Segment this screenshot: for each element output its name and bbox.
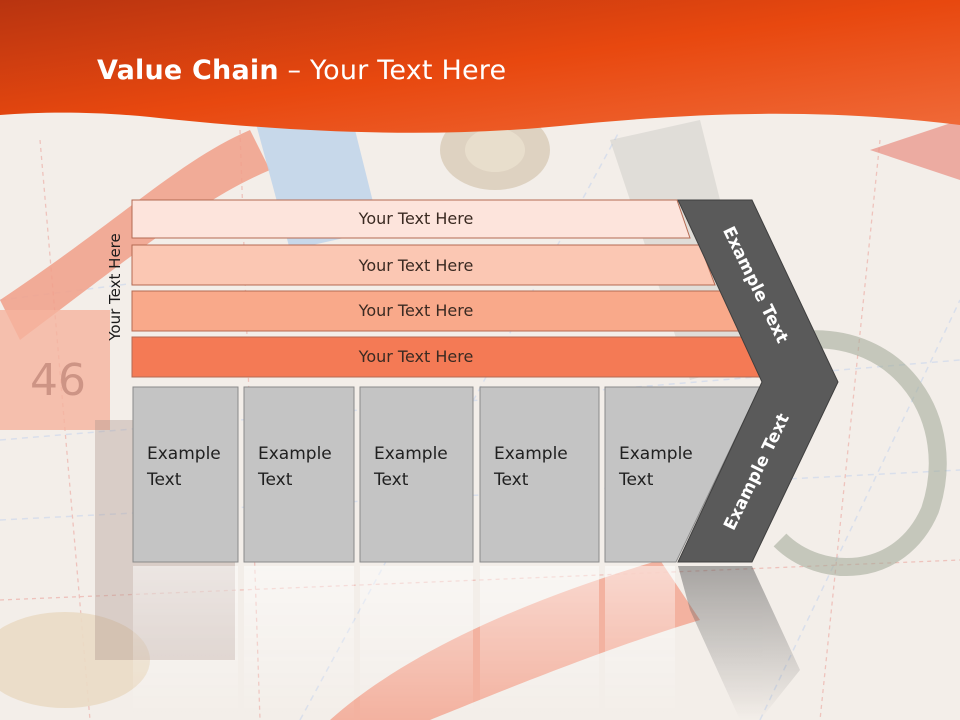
title-rest: – Your Text Here <box>278 55 507 86</box>
title-bold: Value Chain <box>97 55 279 86</box>
card-5-line1: Example <box>619 444 693 464</box>
card-shape-1 <box>132 386 239 563</box>
band-2-label: Your Text Here <box>358 256 474 275</box>
band-shape-1 <box>131 199 691 239</box>
band-1-label: Your Text Here <box>358 209 474 228</box>
card-4-line1: Example <box>494 444 568 464</box>
card-shape-5 <box>604 386 761 563</box>
card-2-line1: Example <box>258 444 332 464</box>
card-3-line1: Example <box>374 444 448 464</box>
card-shape-3 <box>359 386 474 563</box>
card-3-line2: Text <box>374 470 409 490</box>
card-shape-2 <box>243 386 355 563</box>
band-shape-2 <box>131 244 716 286</box>
svg-text:46: 46 <box>30 355 86 406</box>
band-3-label: Your Text Here <box>358 301 474 320</box>
card-5-line2: Text <box>619 470 654 490</box>
card-shape-4 <box>479 386 600 563</box>
band-4-label: Your Text Here <box>358 347 474 366</box>
chevron-shape <box>677 199 839 563</box>
card-1-line2: Text <box>147 470 182 490</box>
card-1-line1: Example <box>147 444 221 464</box>
page-title: Value Chain – Your Text Here <box>97 55 506 86</box>
card-2-line2: Text <box>258 470 293 490</box>
reflection <box>133 566 800 720</box>
card-4-line2: Text <box>494 470 529 490</box>
